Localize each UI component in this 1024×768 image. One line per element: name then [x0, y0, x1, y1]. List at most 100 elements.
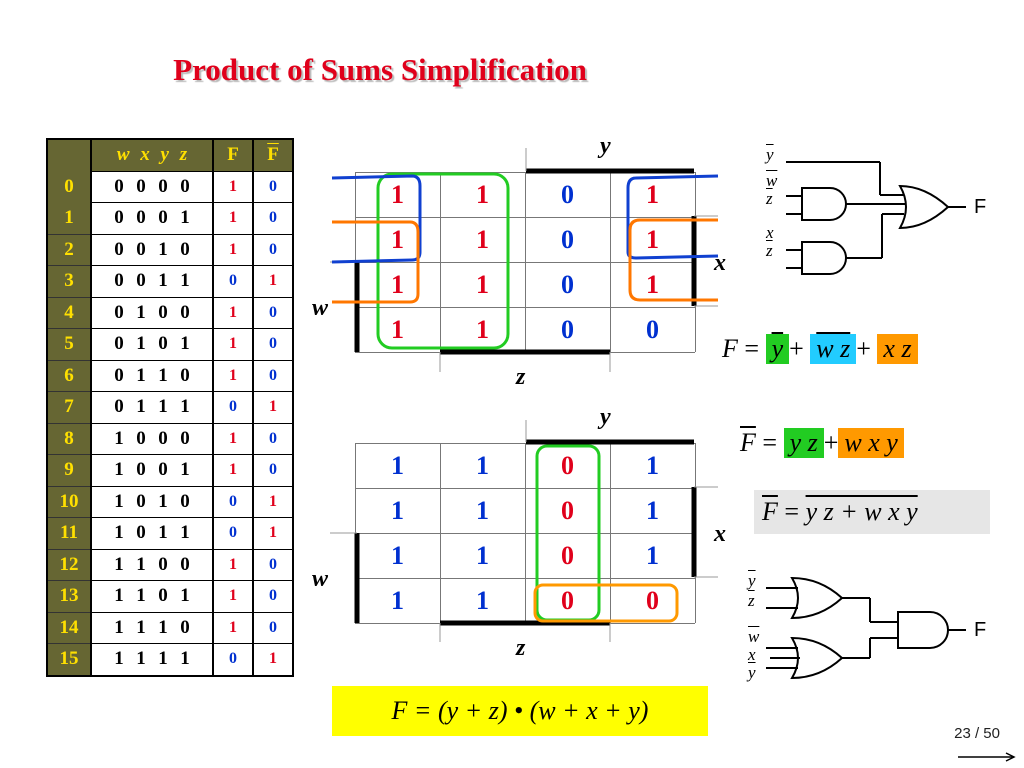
page-title: Product of Sums Simplification: [173, 52, 587, 87]
table-header-row: w x y z F F: [47, 139, 293, 172]
row-f: 1: [213, 328, 254, 361]
kmap-cell: 1: [646, 270, 659, 299]
row-index: 12: [47, 549, 92, 581]
row-index: 2: [47, 234, 92, 266]
label-z-bottom: z: [516, 635, 526, 661]
row-index: 6: [47, 360, 92, 392]
row-fbar: 1: [253, 486, 293, 518]
group-wbar-zbar-left: [331, 174, 422, 264]
row-fbar: 0: [253, 580, 293, 613]
row-index: 7: [47, 391, 92, 424]
kmap-cell: 1: [391, 541, 404, 570]
fbar-equation: F = y z+w x y: [740, 428, 904, 458]
group-yz: [535, 444, 601, 622]
gate-bottom-inputs: y z w x y: [748, 571, 760, 682]
row-index: 4: [47, 297, 92, 329]
row-f: 0: [213, 265, 254, 298]
row-fbar: 0: [253, 549, 293, 581]
row-f: 0: [213, 486, 254, 518]
label-x-top: x: [714, 250, 726, 276]
row-f: 1: [213, 234, 254, 266]
group-wbar-zbar-right: [626, 174, 719, 260]
row-index: 13: [47, 580, 92, 613]
kmap-cell: 1: [476, 541, 489, 570]
gate-top-output: F: [974, 196, 987, 218]
row-f: 1: [213, 580, 254, 613]
row-fbar: 0: [253, 612, 293, 644]
gates-top: [786, 161, 966, 275]
row-fbar: 0: [253, 171, 293, 203]
kmap-cell: 1: [391, 496, 404, 525]
kmap-cell: 0: [646, 586, 659, 615]
row-f: 1: [213, 202, 254, 235]
fbar-header: F: [253, 139, 293, 172]
row-fbar: 1: [253, 643, 293, 676]
row-f: 1: [213, 171, 254, 203]
kmap-cell: 1: [646, 496, 659, 525]
row-fbar: 0: [253, 202, 293, 235]
row-index: 5: [47, 328, 92, 361]
row-f: 1: [213, 454, 254, 487]
row-fbar: 0: [253, 297, 293, 329]
kmap-cell: 1: [476, 586, 489, 615]
kmap-cell: 1: [391, 270, 404, 299]
row-fbar: 0: [253, 454, 293, 487]
kmap-cell: 0: [561, 225, 574, 254]
row-f: 1: [213, 612, 254, 644]
kmap-cell: 0: [561, 315, 574, 344]
kmap-cell: 1: [391, 586, 404, 615]
label-y-bottom: y: [600, 404, 611, 430]
row-f: 1: [213, 549, 254, 581]
group-wxy: [533, 583, 679, 623]
row-index: 0: [47, 171, 92, 203]
row-index: 1: [47, 202, 92, 235]
pos-equation: F = (y + z) • (w + x + y): [332, 686, 708, 736]
kmap-cell: 1: [646, 541, 659, 570]
label-z-top: z: [516, 364, 526, 390]
kmap-cell: 1: [646, 225, 659, 254]
row-f: 0: [213, 391, 254, 424]
gate-top-inputs: y w z x z: [766, 145, 778, 260]
label-w-top: w: [312, 295, 329, 321]
row-fbar: 0: [253, 423, 293, 455]
row-index: 3: [47, 265, 92, 298]
kmap-cell: 0: [561, 541, 574, 570]
gates-bottom: [766, 576, 966, 680]
row-f: 0: [213, 643, 254, 676]
index-header: [47, 139, 92, 171]
row-index: 11: [47, 517, 92, 550]
kmap-cell: 1: [476, 451, 489, 480]
kmap-cell: 0: [561, 451, 574, 480]
inputs-header: w x y z: [91, 139, 214, 172]
fbarbar-equation: F = y z + w x y: [754, 490, 990, 534]
kmap-cell: 0: [646, 315, 659, 344]
row-fbar: 1: [253, 391, 293, 424]
